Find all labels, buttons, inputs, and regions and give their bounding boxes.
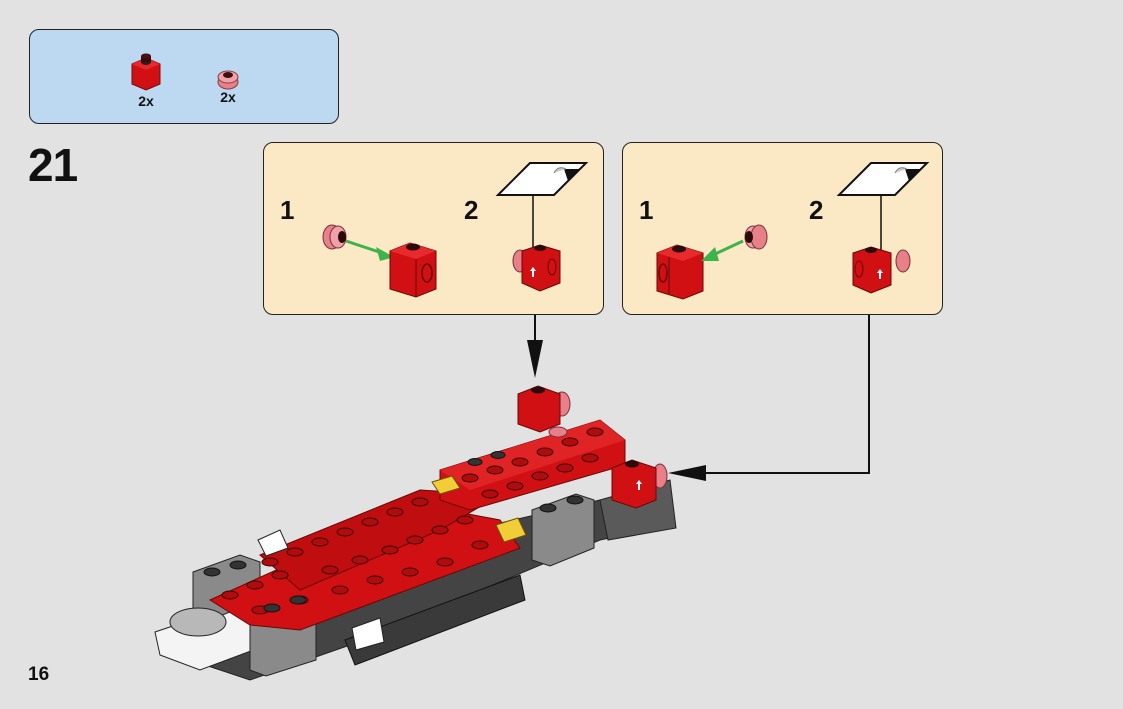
sub-step-label: 1 [639, 195, 654, 225]
sub-assembly-box: 1 2 [263, 142, 604, 315]
page-number: 16 [28, 664, 50, 685]
assembly-arrow-icon [701, 239, 744, 261]
red-brick-icon [389, 242, 437, 298]
sub-step-label: 1 [280, 195, 295, 225]
part-item: 2x [212, 64, 244, 105]
attached-brick-right [611, 459, 668, 509]
part-item: 2x [126, 50, 166, 109]
sub-assembly-box: 1 2 [622, 142, 943, 315]
red-brick-icon [512, 244, 561, 292]
sub-assembly-illustration [656, 162, 930, 300]
sub-assembly-illustration [322, 162, 589, 298]
sub-step-label: 2 [809, 195, 824, 225]
red-brick-icon [656, 244, 704, 300]
rotation-callout-icon [495, 162, 589, 273]
red-brick-icon [852, 246, 911, 294]
part-quantity: 2x [138, 93, 154, 109]
sub-step-label: 2 [464, 195, 479, 225]
round-plate-icon [217, 70, 239, 90]
parts-list: 2x 2x [29, 29, 339, 124]
red-brick-icon [131, 53, 161, 91]
round-plate-icon [322, 224, 347, 250]
attached-brick-top [517, 385, 571, 438]
step-number: 21 [28, 139, 78, 191]
round-plate-icon [744, 224, 768, 250]
part-quantity: 2x [220, 89, 236, 105]
